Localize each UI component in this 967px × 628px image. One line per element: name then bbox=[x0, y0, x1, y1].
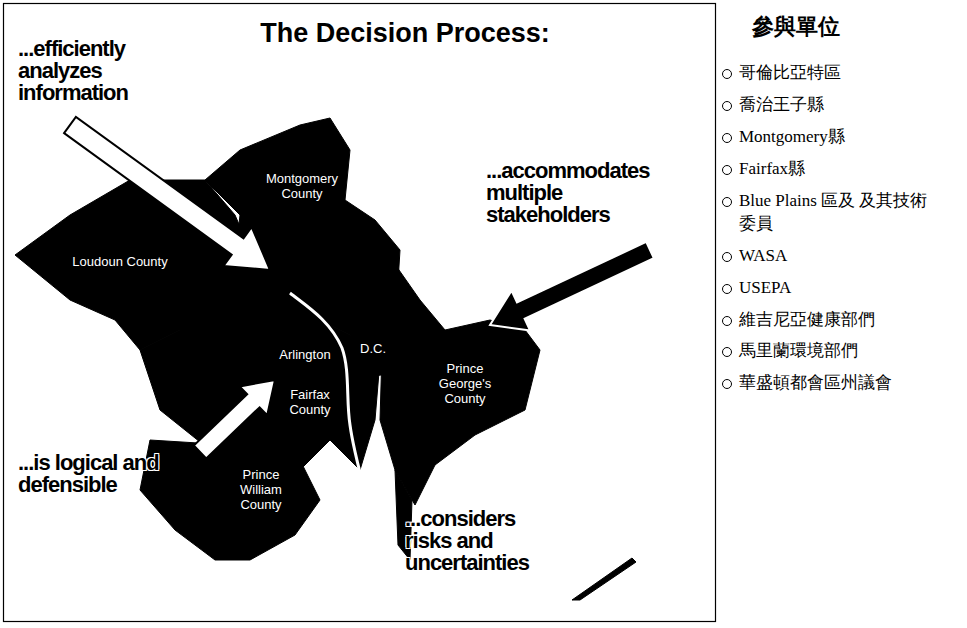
callout-line bbox=[572, 558, 636, 600]
list-item: Blue Plains 區及 及其技術委員 bbox=[722, 190, 944, 236]
list-item-text: Fairfax縣 bbox=[739, 159, 805, 178]
list-item: WASA bbox=[722, 245, 944, 268]
county-label: Prince George's County bbox=[432, 362, 498, 407]
list-item: 哥倫比亞特區 bbox=[722, 62, 944, 85]
list-bullet bbox=[722, 379, 732, 389]
list-item-text: WASA bbox=[739, 246, 787, 265]
diagram-title: The Decision Process: bbox=[260, 18, 550, 49]
callout-arrow bbox=[490, 242, 654, 331]
county-label: D.C. bbox=[355, 342, 391, 357]
list-heading: 參與單位 bbox=[752, 12, 840, 42]
callout-arrow bbox=[194, 380, 275, 459]
list-bullet bbox=[722, 197, 732, 207]
list-item-text: 維吉尼亞健康部們 bbox=[739, 310, 875, 329]
potomac-river bbox=[290, 293, 388, 585]
list-item-text: 哥倫比亞特區 bbox=[739, 63, 841, 82]
list-item: 華盛頓都會區州議會 bbox=[722, 372, 944, 395]
county-label: Loudoun County bbox=[70, 255, 170, 270]
list-item: Fairfax縣 bbox=[722, 158, 944, 181]
county-label: Montgomery County bbox=[262, 172, 342, 202]
prince-william-region bbox=[140, 440, 320, 560]
list-bullet bbox=[722, 69, 732, 79]
list-item-text: 喬治王子縣 bbox=[739, 95, 824, 114]
list-item-text: 華盛頓都會區州議會 bbox=[739, 373, 892, 392]
list-item-text: Blue Plains 區及 及其技術委員 bbox=[739, 191, 927, 233]
frame bbox=[4, 4, 716, 622]
list-bullet bbox=[722, 347, 732, 357]
list-item-text: Montgomery縣 bbox=[739, 127, 845, 146]
list-bullet bbox=[722, 101, 732, 111]
list-item-text: USEPA bbox=[739, 278, 791, 297]
list-item-text: 馬里蘭環境部們 bbox=[739, 341, 858, 360]
callout-text: ...considers risks and uncertainties bbox=[405, 508, 565, 574]
list-bullet bbox=[722, 165, 732, 175]
list-item: 維吉尼亞健康部們 bbox=[722, 309, 944, 332]
list-bullet bbox=[722, 252, 732, 262]
county-label: Prince William County bbox=[232, 468, 290, 513]
list-item: 喬治王子縣 bbox=[722, 94, 944, 117]
prince-georges-region bbox=[380, 250, 540, 505]
list-item: 馬里蘭環境部們 bbox=[722, 340, 944, 363]
county-label: Fairfax County bbox=[282, 388, 338, 418]
participant-list: 哥倫比亞特區喬治王子縣 Montgomery縣 Fairfax縣 Blue Plain… bbox=[722, 62, 962, 404]
list-bullet bbox=[722, 316, 732, 326]
list-item: Montgomery縣 bbox=[722, 126, 944, 149]
list-bullet bbox=[722, 284, 732, 294]
county-map bbox=[15, 118, 540, 560]
county-label: Arlington bbox=[275, 348, 335, 363]
callout-arrow bbox=[64, 117, 270, 270]
list-item: USEPA bbox=[722, 277, 944, 300]
list-bullet bbox=[722, 133, 732, 143]
callout-text: ...efficiently analyzes information bbox=[18, 38, 183, 104]
callout-text: ...accommodates multiple stakeholders bbox=[486, 160, 676, 226]
callout-text: ...is logical and defensible bbox=[18, 452, 173, 496]
